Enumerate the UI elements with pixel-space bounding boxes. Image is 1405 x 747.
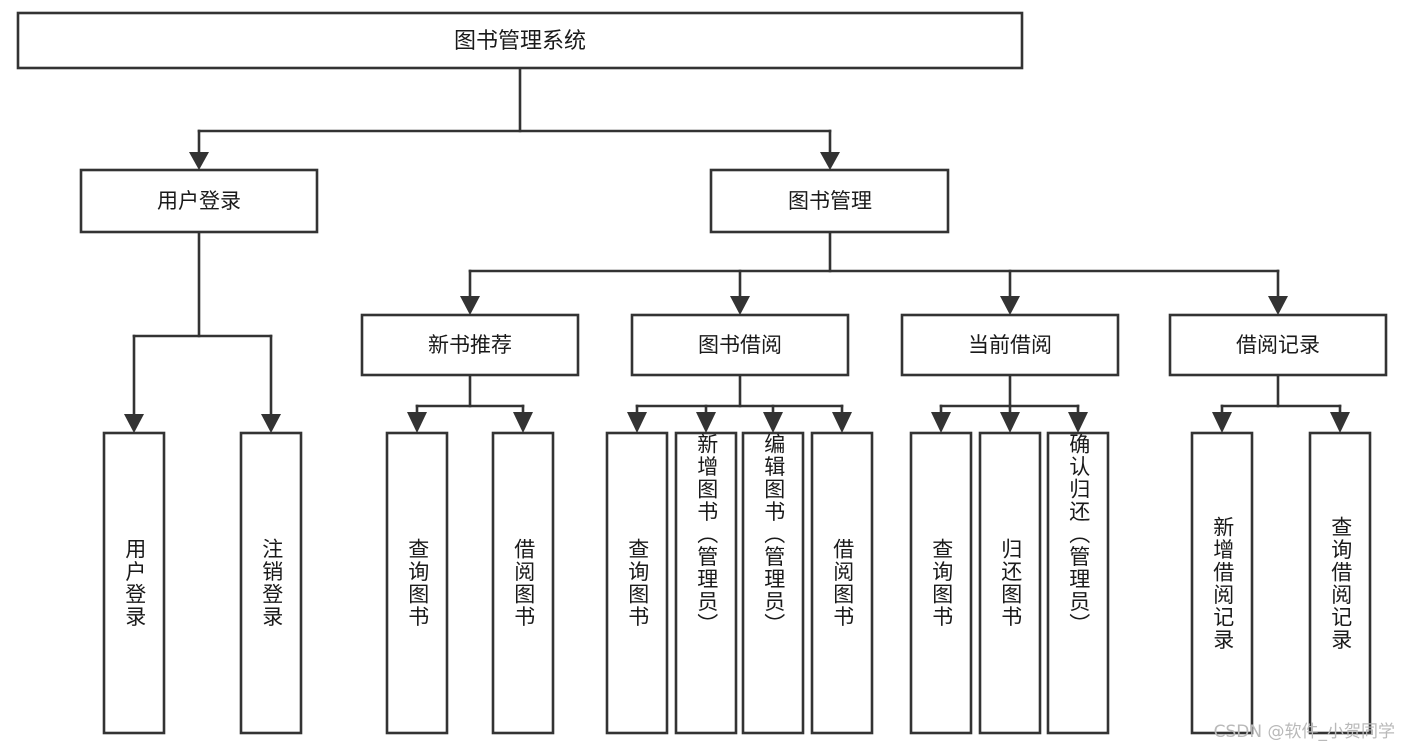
arrow-head-bb-leaf-3	[763, 412, 783, 433]
node-root[interactable]: 图书管理系统	[16, 11, 1024, 70]
arrow-head-user-login	[189, 152, 209, 170]
node-user-login[interactable]: 用户登录	[79, 168, 319, 234]
arrow-head-cb-leaf-1	[931, 412, 951, 433]
arrow-head-book-mgmt	[820, 152, 840, 170]
leaf-box-cb-return-book[interactable]	[978, 431, 1042, 735]
node-new-book-recommend-label: 新书推荐	[428, 333, 512, 357]
leaf-node-cb-return-book[interactable]	[978, 431, 1042, 735]
leaf-node-user-login[interactable]	[102, 431, 166, 735]
arrow-head-current-borrow	[1000, 296, 1020, 315]
leaf-box-bb-add-book[interactable]	[674, 431, 738, 735]
node-book-borrow[interactable]: 图书借阅	[630, 313, 850, 377]
arrow-head-book-borrow	[730, 296, 750, 315]
leaf-box-bb-edit-book[interactable]	[741, 431, 805, 735]
node-borrow-record[interactable]: 借阅记录	[1168, 313, 1388, 377]
arrow-head-nbr-leaf-1	[407, 412, 427, 433]
arrow-head-leaf-logout	[261, 414, 281, 433]
node-new-book-recommend-box[interactable]	[360, 313, 580, 377]
leaf-node-nbr-borrow-book[interactable]	[491, 431, 555, 735]
node-book-management[interactable]: 图书管理	[709, 168, 950, 234]
leaf-node-cb-confirm-return[interactable]	[1046, 431, 1110, 735]
leaf-box-cb-query-book[interactable]	[909, 431, 973, 735]
leaf-box-nbr-borrow-book[interactable]	[491, 431, 555, 735]
node-root-box[interactable]	[16, 11, 1024, 70]
arrow-head-bb-leaf-2	[696, 412, 716, 433]
arrow-head-leaf-user-login	[124, 414, 144, 433]
leaf-box-br-add-record[interactable]	[1190, 431, 1254, 735]
leaf-node-br-query-record[interactable]	[1308, 431, 1372, 735]
leaf-node-cb-query-book[interactable]	[909, 431, 973, 735]
node-borrow-record-box[interactable]	[1168, 313, 1388, 377]
leaf-node-logout[interactable]	[239, 431, 303, 735]
node-book-management-label: 图书管理	[788, 189, 872, 213]
leaf-node-nbr-query-book[interactable]	[385, 431, 449, 735]
leaf-box-nbr-query-book[interactable]	[385, 431, 449, 735]
node-user-login-label: 用户登录	[157, 189, 241, 213]
arrow-head-borrow-record	[1268, 296, 1288, 315]
csdn-watermark: CSDN @软件_小贺同学	[1213, 722, 1395, 742]
arrow-head-br-leaf-2	[1330, 412, 1350, 433]
arrow-head-cb-leaf-3	[1068, 412, 1088, 433]
node-current-borrow-box[interactable]	[900, 313, 1120, 377]
node-book-borrow-box[interactable]	[630, 313, 850, 377]
leaf-box-logout[interactable]	[239, 431, 303, 735]
leaf-node-bb-add-book[interactable]	[674, 431, 738, 735]
leaf-box-user-login[interactable]	[102, 431, 166, 735]
node-current-borrow-label: 当前借阅	[968, 333, 1052, 357]
leaf-node-bb-query-book[interactable]	[605, 431, 669, 735]
arrow-head-nbr-leaf-2	[513, 412, 533, 433]
arrow-head-new-book-rec	[460, 296, 480, 315]
node-book-management-box[interactable]	[709, 168, 950, 234]
node-user-login-box[interactable]	[79, 168, 319, 234]
connector-layer	[124, 66, 1350, 433]
arrow-head-cb-leaf-2	[1000, 412, 1020, 433]
leaf-box-bb-borrow-book[interactable]	[810, 431, 874, 735]
leaf-box-bb-query-book[interactable]	[605, 431, 669, 735]
leaf-node-br-add-record[interactable]	[1190, 431, 1254, 735]
arrow-head-br-leaf-1	[1212, 412, 1232, 433]
arrow-head-bb-leaf-1	[627, 412, 647, 433]
node-book-borrow-label: 图书借阅	[698, 333, 782, 357]
leaf-box-br-query-record[interactable]	[1308, 431, 1372, 735]
leaf-node-bb-edit-book[interactable]	[741, 431, 805, 735]
node-new-book-recommend[interactable]: 新书推荐	[360, 313, 580, 377]
leaf-box-cb-confirm-return[interactable]	[1046, 431, 1110, 735]
leaf-node-bb-borrow-book[interactable]	[810, 431, 874, 735]
arrow-head-bb-leaf-4	[832, 412, 852, 433]
node-root-label: 图书管理系统	[454, 29, 586, 54]
node-current-borrow[interactable]: 当前借阅	[900, 313, 1120, 377]
node-borrow-record-label: 借阅记录	[1236, 333, 1320, 357]
